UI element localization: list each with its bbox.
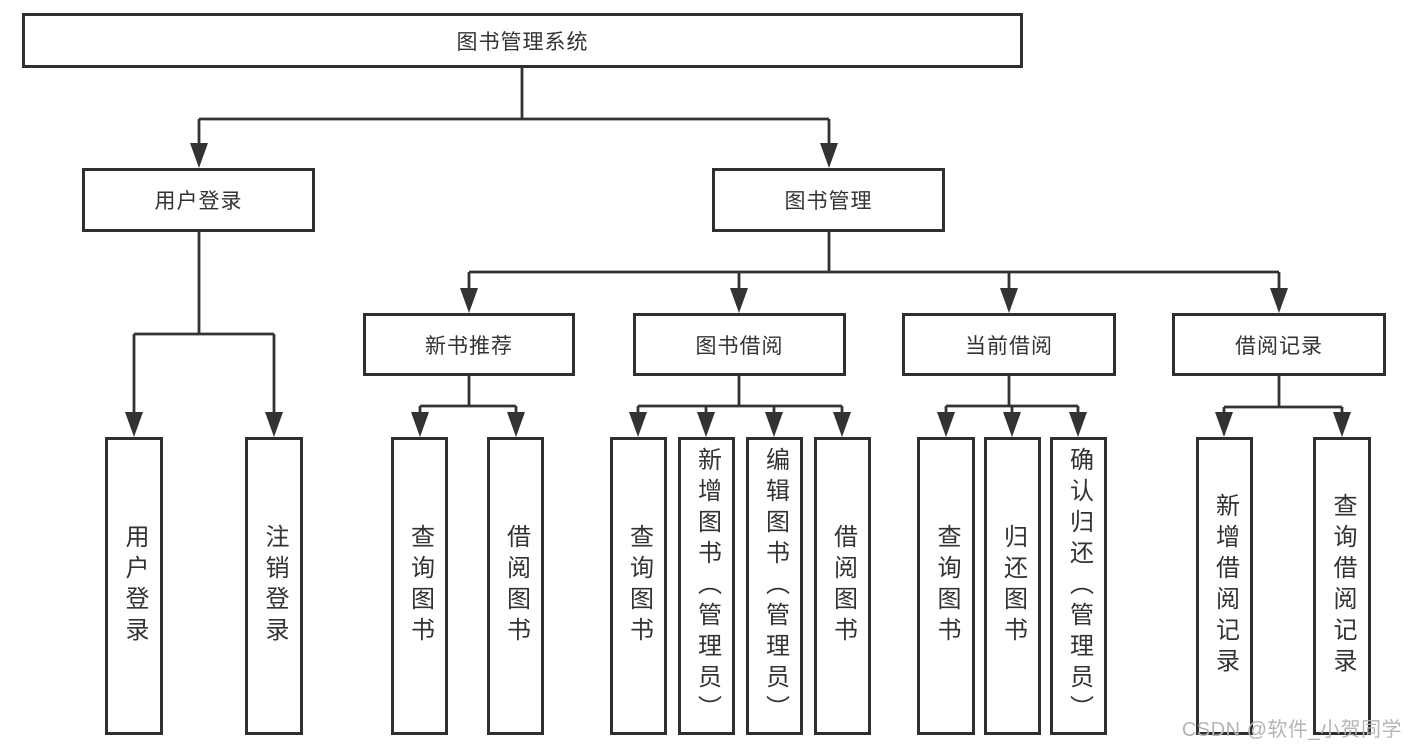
node-user-login: 用户登录 — [82, 168, 315, 232]
node-new-book-recommend-label: 新书推荐 — [425, 334, 513, 358]
leaf-return-books: 归还图书 — [984, 437, 1041, 735]
leaf-add-books-admin: 新增图书（管理员） — [678, 437, 735, 735]
node-borrow-records: 借阅记录 — [1172, 313, 1386, 376]
node-borrow-records-label: 借阅记录 — [1235, 334, 1323, 358]
leaf-borrow-books-recommend-label: 借阅图书 — [502, 524, 530, 648]
node-new-book-recommend: 新书推荐 — [363, 313, 575, 376]
leaf-query-borrow-record: 查询借阅记录 — [1313, 437, 1371, 735]
node-book-borrow-label: 图书借阅 — [695, 334, 784, 358]
leaf-query-books-recommend: 查询图书 — [391, 437, 448, 735]
leaf-query-books-current-label: 查询图书 — [933, 524, 960, 648]
leaf-borrow-books-borrow: 借阅图书 — [814, 437, 871, 735]
leaf-confirm-return-admin: 确认归还（管理员） — [1050, 437, 1107, 735]
leaf-add-borrow-record-label: 新增借阅记录 — [1211, 493, 1239, 679]
csdn-watermark: CSDN @软件_小贺同学 — [1181, 719, 1402, 741]
leaf-edit-books-admin-label: 编辑图书（管理员） — [761, 446, 789, 726]
leaf-edit-books-admin: 编辑图书（管理员） — [746, 437, 803, 735]
leaf-confirm-return-admin-label: 确认归还（管理员） — [1065, 446, 1093, 726]
node-root-system: 图书管理系统 — [22, 13, 1023, 68]
node-book-management: 图书管理 — [712, 168, 945, 232]
leaf-borrow-books-borrow-label: 借阅图书 — [829, 524, 857, 648]
node-root-label: 图书管理系统 — [456, 30, 589, 54]
leaf-borrow-books-recommend: 借阅图书 — [487, 437, 544, 735]
node-current-borrow: 当前借阅 — [902, 313, 1116, 376]
node-book-borrow: 图书借阅 — [633, 313, 846, 376]
leaf-query-books-borrow-label: 查询图书 — [625, 524, 653, 648]
leaf-logout: 注销登录 — [245, 437, 303, 735]
node-user-login-label: 用户登录 — [154, 190, 243, 213]
leaf-logout-label: 注销登录 — [261, 524, 288, 648]
node-book-management-label: 图书管理 — [784, 190, 873, 213]
leaf-query-books-current: 查询图书 — [917, 437, 975, 735]
leaf-query-books-borrow: 查询图书 — [610, 437, 667, 735]
leaf-add-books-admin-label: 新增图书（管理员） — [693, 446, 721, 726]
leaf-return-books-label: 归还图书 — [999, 524, 1027, 648]
node-current-borrow-label: 当前借阅 — [965, 334, 1053, 358]
leaf-user-login: 用户登录 — [105, 437, 163, 735]
leaf-query-borrow-record-label: 查询借阅记录 — [1329, 493, 1356, 679]
leaf-query-books-recommend-label: 查询图书 — [406, 524, 434, 648]
leaf-user-login-label: 用户登录 — [121, 524, 148, 648]
leaf-add-borrow-record: 新增借阅记录 — [1196, 437, 1253, 735]
